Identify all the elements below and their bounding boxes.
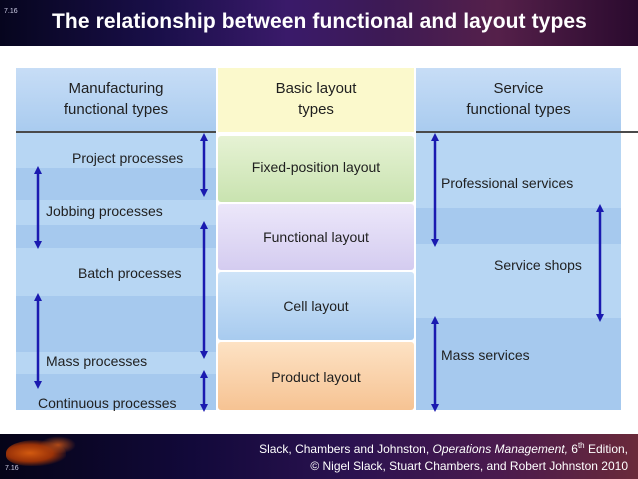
band xyxy=(16,296,216,352)
cell-layout-box xyxy=(218,272,414,340)
slide-number-top: 7.16 xyxy=(4,8,18,15)
fixed-position-layout-box xyxy=(218,136,414,202)
footer-authors: Slack, Chambers and Johnston, xyxy=(259,442,430,456)
band xyxy=(416,244,621,318)
band xyxy=(16,225,216,248)
basic-header-line1: Basic layout xyxy=(275,80,357,97)
slide-footer xyxy=(0,434,638,479)
footer-edition-word: Edition, xyxy=(587,442,628,456)
service-header-cell xyxy=(416,68,621,132)
band xyxy=(16,168,216,200)
footer-edition-suffix: th xyxy=(577,441,585,450)
band xyxy=(416,132,621,208)
basic-header-cell xyxy=(218,68,414,132)
slide-header xyxy=(0,0,638,46)
cell-layout-label: Cell layout xyxy=(283,298,349,314)
band xyxy=(16,374,216,410)
basic-layout-header: Basic layout types xyxy=(218,78,414,120)
batch-processes-label: Batch processes xyxy=(78,265,182,281)
mass-processes-label: Mass processes xyxy=(46,353,148,369)
band xyxy=(16,248,216,296)
functional-layout-box xyxy=(218,204,414,270)
decorative-graphic-highlight xyxy=(40,436,76,454)
band xyxy=(416,208,621,244)
footer-copyright: © Nigel Slack, Stuart Chambers, and Robe… xyxy=(310,459,628,473)
footer-edition-number: 6 xyxy=(571,442,578,456)
jobbing-processes-label: Jobbing processes xyxy=(46,203,163,219)
band xyxy=(16,132,216,168)
footer-credit: Slack, Chambers and Johnston, Operations… xyxy=(208,437,628,475)
product-layout-label: Product layout xyxy=(271,369,361,385)
basic-layout-column: Basic layout types xyxy=(218,68,414,410)
service-header-rule xyxy=(416,131,638,133)
manufacturing-header-line2: functional types xyxy=(63,101,169,118)
service-header-line2: functional types xyxy=(466,101,571,118)
mass-services-label: Mass services xyxy=(441,347,530,363)
footer-citation: Slack, Chambers and Johnston, Operations… xyxy=(208,437,628,458)
service-shops-label: Service shops xyxy=(494,257,582,273)
band xyxy=(416,318,621,410)
functional-layout-label: Functional layout xyxy=(263,229,369,245)
manufacturing-column: Manufacturing functional types xyxy=(16,68,216,410)
band xyxy=(16,352,216,374)
professional-services-label: Professional services xyxy=(441,175,574,191)
manufacturing-header-rule xyxy=(16,131,216,133)
manufacturing-header-line1: Manufacturing xyxy=(68,80,164,97)
service-header: Service functional types xyxy=(416,78,621,120)
slide-number-bottom: 7.16 xyxy=(5,465,19,472)
product-layout-box xyxy=(218,342,414,410)
basic-header-line2: types xyxy=(298,101,334,118)
band xyxy=(16,200,216,225)
fixed-position-layout-label: Fixed-position layout xyxy=(251,159,381,175)
service-header-line1: Service xyxy=(493,80,544,97)
continuous-processes-label: Continuous processes xyxy=(38,395,177,411)
manufacturing-header: Manufacturing functional types xyxy=(16,78,216,120)
manufacturing-header-cell xyxy=(16,68,216,132)
project-processes-label: Project processes xyxy=(72,150,184,166)
service-column: Service functional types xyxy=(416,68,621,410)
footer-book-title: Operations Management, xyxy=(432,442,568,456)
slide-title: The relationship between functional and … xyxy=(52,10,587,33)
